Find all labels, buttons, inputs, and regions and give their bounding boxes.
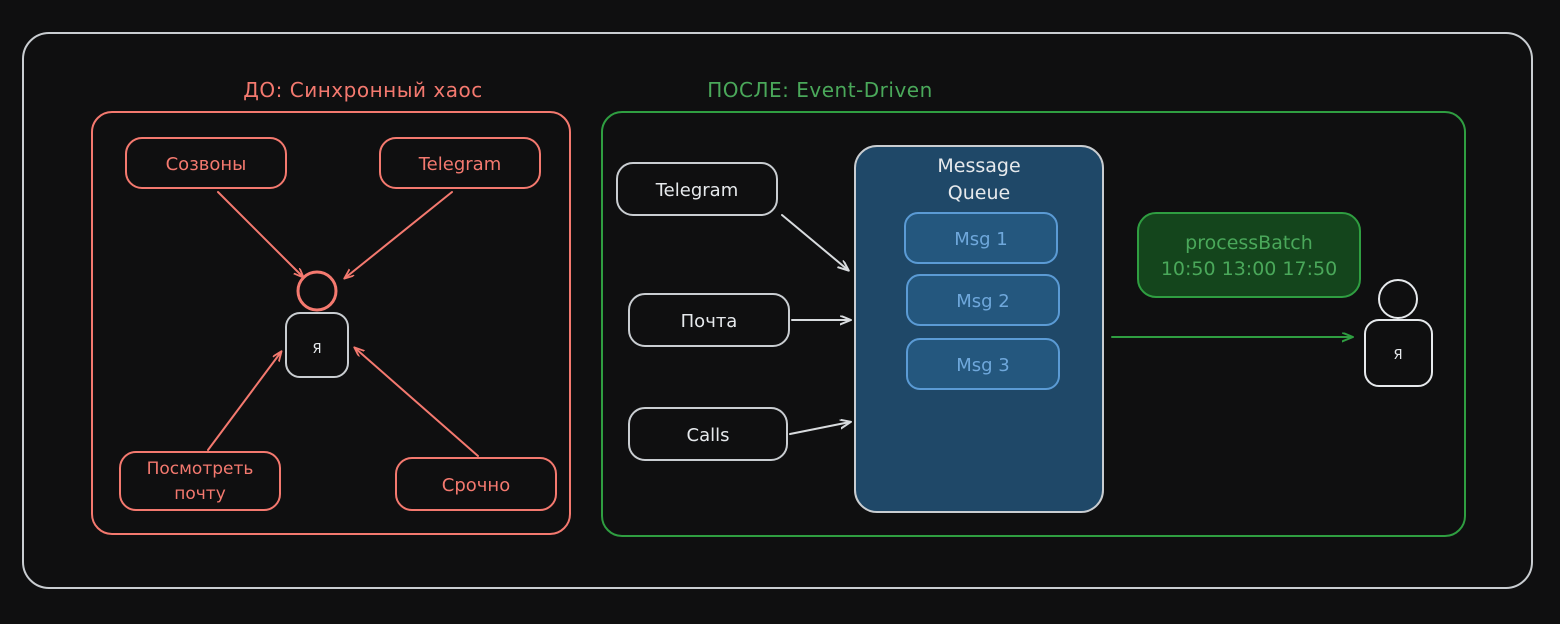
queue-item-msg-2-shape <box>906 274 1060 326</box>
queue-item-msg-2[interactable]: Msg 2 <box>906 274 1060 326</box>
message-queue-title-line2: Queue <box>948 182 1010 204</box>
arrow-telegram-to-person <box>345 191 453 278</box>
box-posmotret-pochtu-label-line2: почту <box>174 484 226 504</box>
message-queue-title-line1: Message <box>937 155 1020 177</box>
queue-item-msg-3-shape <box>906 338 1060 390</box>
queue-item-msg-2-label: Msg 2 <box>956 291 1010 312</box>
left-panel-frame <box>91 111 571 535</box>
right-panel-frame <box>601 111 1466 537</box>
source-pochta[interactable]: Почта <box>628 293 790 347</box>
box-telegram-left[interactable]: Telegram <box>379 137 541 189</box>
right-person-body-icon <box>1364 319 1433 387</box>
box-sozvony-label: Созвоны <box>166 154 247 175</box>
box-posmotret-pochtu-shape <box>119 451 281 511</box>
box-telegram-left-label: Telegram <box>418 154 501 175</box>
source-pochta-label: Почта <box>681 311 738 332</box>
left-person-figure: Я <box>285 270 349 378</box>
box-srochno[interactable]: Срочно <box>395 457 557 511</box>
box-sozvony-shape <box>125 137 287 189</box>
message-queue[interactable]: Message Queue Msg 1 Msg 2 Msg 3 <box>854 145 1104 513</box>
left-person-label: Я <box>312 342 321 357</box>
source-telegram[interactable]: Telegram <box>616 162 778 216</box>
source-telegram-shape <box>616 162 778 216</box>
queue-item-msg-3[interactable]: Msg 3 <box>906 338 1060 390</box>
queue-item-msg-3-label: Msg 3 <box>956 355 1010 376</box>
box-sozvony[interactable]: Созвоны <box>125 137 287 189</box>
source-calls-shape <box>628 407 788 461</box>
arrow-pochtu-to-person <box>207 352 281 451</box>
queue-item-msg-1[interactable]: Msg 1 <box>904 212 1058 264</box>
queue-item-msg-1-shape <box>904 212 1058 264</box>
box-posmotret-pochtu[interactable]: Посмотреть почту <box>119 451 281 511</box>
arrow-calls-to-queue <box>789 422 850 435</box>
arrow-telegram-to-queue <box>781 214 848 270</box>
process-batch-name: processBatch <box>1185 232 1313 254</box>
box-posmotret-pochtu-label-line1: Посмотреть <box>147 459 254 479</box>
right-person-figure: Я <box>1364 279 1433 387</box>
left-person-body-icon <box>285 312 349 378</box>
left-panel-title: ДО: Синхронный хаос <box>243 78 482 102</box>
source-telegram-label: Telegram <box>655 180 738 201</box>
box-srochno-label: Срочно <box>442 475 510 496</box>
queue-item-msg-1-label: Msg 1 <box>954 229 1008 250</box>
process-batch-times: 10:50 13:00 17:50 <box>1161 258 1337 280</box>
arrow-sozvony-to-person <box>217 191 303 277</box>
right-person-head-icon <box>1378 279 1418 319</box>
right-person-label: Я <box>1393 348 1402 363</box>
source-calls-label: Calls <box>687 425 730 446</box>
process-batch-shape <box>1137 212 1361 298</box>
arrow-srochno-to-person <box>355 348 479 457</box>
diagram-outer-frame <box>22 32 1533 589</box>
box-srochno-shape <box>395 457 557 511</box>
source-calls[interactable]: Calls <box>628 407 788 461</box>
left-person-head-icon <box>296 270 338 312</box>
source-pochta-shape <box>628 293 790 347</box>
process-batch-box[interactable]: processBatch 10:50 13:00 17:50 <box>1137 212 1361 298</box>
right-panel-title: ПОСЛЕ: Event-Driven <box>707 78 933 102</box>
box-telegram-left-shape <box>379 137 541 189</box>
